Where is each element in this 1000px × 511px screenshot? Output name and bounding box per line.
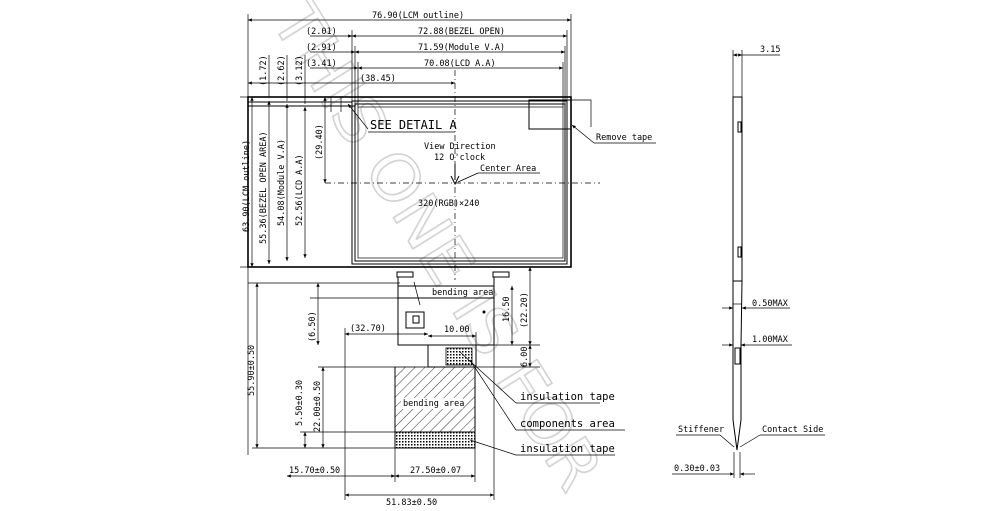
bending-area-top-label: bending area xyxy=(432,288,493,298)
dim-5183: 51.83±0.50 xyxy=(386,498,437,508)
side-050max: 0.50MAX xyxy=(752,299,789,309)
dim-off-262: (2.62) xyxy=(277,55,287,86)
top-dimensions: 76.90(LCM outline) 72.88(BEZEL OPEN) (2.… xyxy=(247,11,572,107)
dim-1570: 15.70±0.50 xyxy=(289,466,340,476)
fpc-tail: bending area bending area xyxy=(394,277,495,449)
side-100max: 1.00MAX xyxy=(752,335,789,345)
dim-module-va-w: 71.59(Module V.A) xyxy=(418,43,505,53)
dim-module-va-h: 54.08(Module V.A) xyxy=(277,139,287,226)
dim-bezel-open-w: 72.88(BEZEL OPEN) xyxy=(418,27,505,37)
components-area-label: components area xyxy=(520,418,615,430)
dim-center-x: (38.45) xyxy=(360,74,396,84)
dim-3270: (32.70) xyxy=(350,324,386,334)
front-view-labels: SEE DETAIL A View Direction 12 O'clock C… xyxy=(347,103,656,209)
remove-tape xyxy=(528,99,572,130)
dim-off-341: (3.41) xyxy=(306,59,337,69)
dim-off-201: (2.01) xyxy=(306,27,337,37)
dim-1000: 10.00 xyxy=(444,325,470,335)
insulation-tape-2 xyxy=(394,431,476,449)
dim-650: (6.50) xyxy=(308,311,318,342)
left-dimensions: 63.90(LCM outline) 55.36(BEZEL OPEN AREA… xyxy=(240,55,327,268)
view-direction-label: View Direction xyxy=(424,142,496,152)
dim-lcd-aa-w: 70.08(LCD A.A) xyxy=(424,59,496,69)
dim-lcd-aa-h: 52.56(LCD A.A) xyxy=(295,154,305,226)
dim-lcm-outline-w: 76.90(LCM outline) xyxy=(372,11,464,21)
fpc-callouts: insulation tape components area insulati… xyxy=(459,351,625,456)
dim-off-172: (1.72) xyxy=(259,55,269,86)
bending-area-mid-label: bending area xyxy=(403,399,464,409)
dim-600: 6.00 xyxy=(520,347,530,367)
dim-bezel-open-h: 55.36(BEZEL OPEN AREA) xyxy=(259,131,269,244)
contact-side-label: Contact Side xyxy=(762,425,823,435)
dim-lcm-outline-h: 63.90(LCM outline) xyxy=(242,140,252,232)
dim-off-291: (2.91) xyxy=(306,43,337,53)
dim-2220: (22.20) xyxy=(520,292,530,328)
side-thickness: 3.15 xyxy=(760,45,780,55)
dim-5590: 55.90±0.50 xyxy=(247,345,257,396)
dim-off-312: (3.12) xyxy=(295,55,305,86)
front-view xyxy=(247,70,600,280)
stiffener-thickness: 0.30±0.03 xyxy=(674,464,720,474)
clock-label: 12 O'clock xyxy=(434,153,485,163)
dim-2750: 27.50±0.07 xyxy=(410,466,461,476)
see-detail-label: SEE DETAIL A xyxy=(370,118,457,132)
lcm-outline xyxy=(247,96,572,268)
dim-1650: 16.50 xyxy=(502,296,512,322)
insulation-tape-2-label: insulation tape xyxy=(520,443,615,455)
lcd-aa xyxy=(357,106,564,259)
insulation-tape-1-label: insulation tape xyxy=(520,391,615,403)
bezel-open xyxy=(351,100,568,265)
center-area-label: Center Area xyxy=(480,164,536,174)
resolution-label: 320(RGB)×240 xyxy=(418,199,479,209)
dim-center-y: (29.40) xyxy=(315,124,325,160)
module-va xyxy=(354,103,566,262)
remove-tape-label: Remove tape xyxy=(596,133,652,143)
side-view: 3.15 0.50MAX 1.00MAX Stiffener Contact S… xyxy=(672,45,825,478)
module-side xyxy=(732,96,743,282)
dim-550: 5.50±0.30 xyxy=(295,380,305,426)
components-area xyxy=(445,347,473,366)
dim-2200: 22.00±0.50 xyxy=(313,381,323,432)
stiffener-label: Stiffener xyxy=(678,425,724,435)
fpc-dimensions: (6.50) 16.50 (22.20) (32.70) 10.00 6.00 … xyxy=(247,267,540,508)
